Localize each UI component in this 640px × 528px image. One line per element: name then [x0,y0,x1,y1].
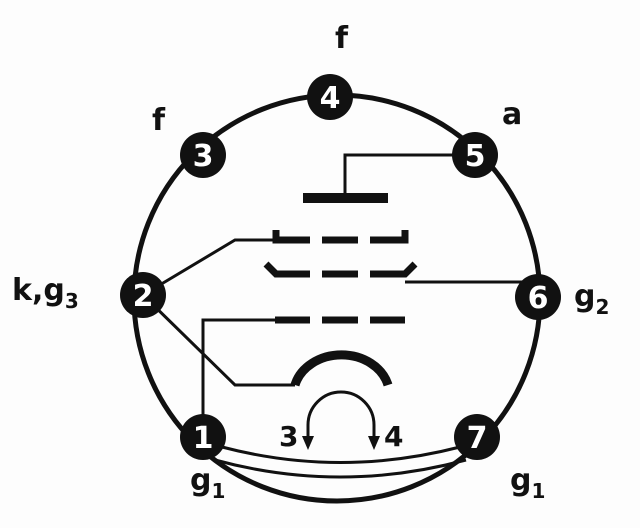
g1-lead [201,318,275,437]
pin7-label: g1 [510,463,545,503]
cathode [290,350,393,387]
heater-label-right: 4 [384,420,403,453]
arrow-down-icon [302,436,314,450]
pin-7: 7 [454,414,500,460]
pin-number: 6 [528,281,549,316]
pin4-label: f [335,21,349,56]
g1-bridge-lower [214,458,467,479]
heater-loop [306,390,376,440]
grid-g2 [263,261,418,278]
cathode-lead [141,293,295,387]
pin-number: 2 [133,279,154,314]
pin2-label: k,g3 [12,273,79,313]
pin-circle [307,74,353,120]
pin-number: 4 [320,81,341,116]
pin-number: 5 [465,139,486,174]
pin-number: 1 [193,421,214,456]
grid-g3 [272,230,409,244]
pin-circle [454,414,500,460]
pin-circle [120,272,166,318]
pin-number: 3 [193,139,214,174]
pin3-label: f [152,103,166,138]
pin-circle [452,132,498,178]
pin-2: 2 [120,272,166,318]
pin-circle [180,414,226,460]
anode-lead [343,153,475,195]
pin5-label: a [502,97,522,132]
pin-6: 6 [515,274,561,320]
heater-label-left: 3 [279,420,298,453]
pin-circle [180,132,226,178]
g1-bridge-upper [221,445,461,464]
g3-lead [142,238,276,297]
pin-3: 3 [180,132,226,178]
heater-arrows [302,436,380,450]
pin-4: 4 [307,74,353,120]
pin-5: 5 [452,132,498,178]
pin6-label: g2 [574,279,609,319]
pin1-label: g1 [190,463,225,503]
pin-circle [515,274,561,320]
pin-1: 1 [180,414,226,460]
pin-number: 7 [467,421,488,456]
arrow-down-icon [368,436,380,450]
